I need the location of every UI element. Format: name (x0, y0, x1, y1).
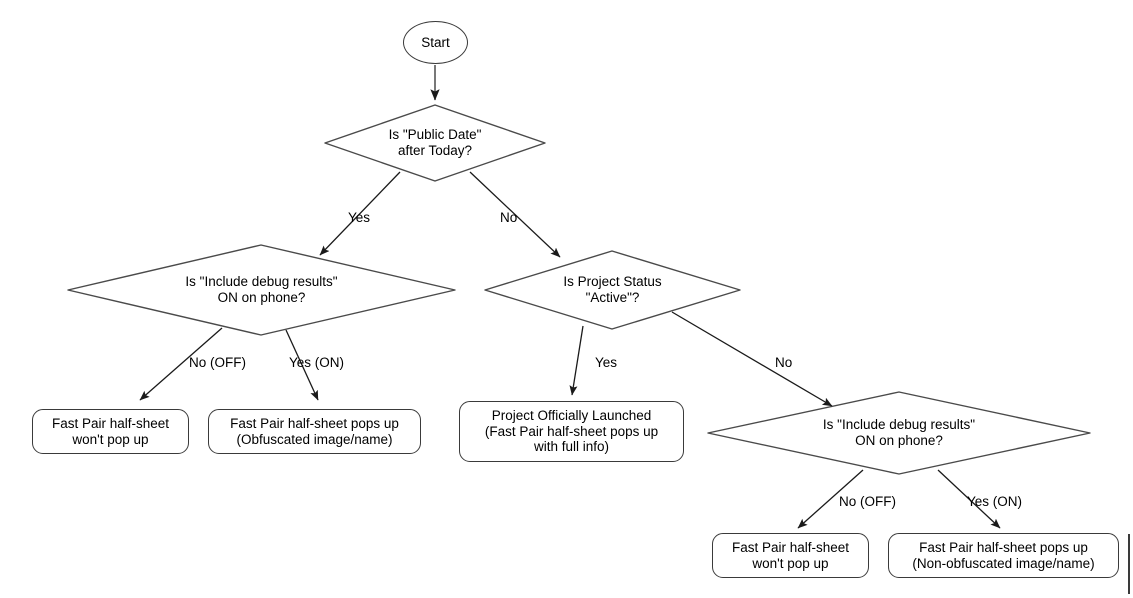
edge-label-public-date-no: No (500, 210, 518, 225)
node-result-non-obfuscated[interactable]: Fast Pair half-sheet pops up (Non-obfusc… (888, 533, 1119, 578)
node-start-label: Start (421, 34, 450, 50)
diamond-shape-debug-right (707, 391, 1091, 475)
edge-debug-left-off (139, 327, 223, 401)
edge-debug-left-on (285, 329, 319, 401)
node-result-no-popup-left-label: Fast Pair half-sheet won't pop up (51, 415, 170, 447)
edge-public-date-yes (319, 171, 401, 256)
node-result-no-popup-right-label: Fast Pair half-sheet won't pop up (731, 539, 850, 571)
edge-label-debug-left-on: Yes (ON) (289, 355, 345, 370)
diamond-shape-public-date (324, 104, 546, 182)
diamond-shape-debug-left (67, 244, 456, 336)
node-result-non-obfuscated-label: Fast Pair half-sheet pops up (Non-obfusc… (912, 539, 1095, 571)
node-start[interactable]: Start (403, 21, 468, 64)
edge-label-debug-right-off: No (OFF) (839, 494, 896, 509)
node-result-no-popup-right[interactable]: Fast Pair half-sheet won't pop up (712, 533, 869, 578)
edge-label-debug-right-on: Yes (ON) (967, 494, 1023, 509)
node-result-no-popup-left[interactable]: Fast Pair half-sheet won't pop up (32, 409, 189, 454)
edge-label-project-status-yes: Yes (595, 355, 618, 370)
node-result-launched-label: Project Officially Launched (Fast Pair h… (484, 407, 659, 455)
node-result-obfuscated-label: Fast Pair half-sheet pops up (Obfuscated… (230, 415, 399, 447)
node-result-launched[interactable]: Project Officially Launched (Fast Pair h… (459, 401, 684, 462)
edge-project-status-no (671, 311, 833, 407)
edge-label-public-date-yes: Yes (348, 210, 371, 225)
edge-label-debug-left-off: No (OFF) (189, 355, 246, 370)
right-margin-artifact (1128, 534, 1130, 594)
edge-public-date-no (469, 171, 561, 258)
node-result-obfuscated[interactable]: Fast Pair half-sheet pops up (Obfuscated… (208, 409, 421, 454)
edge-debug-right-off (797, 469, 864, 529)
edge-debug-right-on (937, 469, 1001, 529)
edge-label-project-status-no: No (775, 355, 793, 370)
edge-project-status-yes (569, 325, 584, 396)
diamond-shape-project-status (484, 250, 741, 330)
